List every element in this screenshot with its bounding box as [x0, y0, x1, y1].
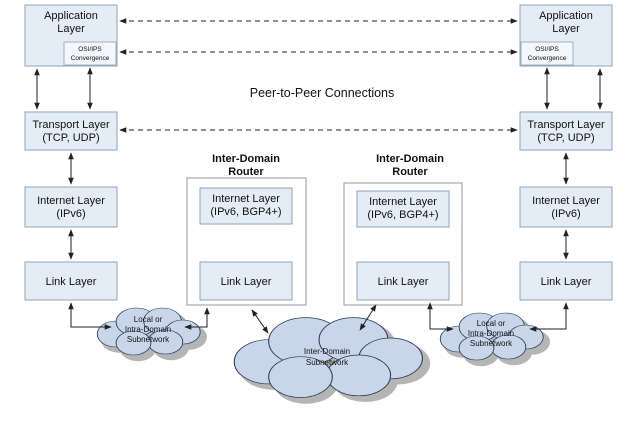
- right-inter-domain-router: Inter-Domain Router Internet Layer (IPv6…: [343, 153, 463, 306]
- router-internet-line1: Internet Layer: [369, 196, 437, 208]
- cloud-label-line2: Subnetwork: [306, 358, 349, 367]
- router-internet-layer: [356, 190, 450, 228]
- cloud-to-left-router-arrow: [184, 307, 210, 330]
- link-label: Link Layer: [541, 276, 592, 288]
- internet-label-line1: Internet Layer: [37, 195, 105, 207]
- transport-label-line2: (TCP, UDP): [42, 132, 99, 144]
- stack-arrows: [34, 67, 603, 260]
- right-router-to-center-cloud-arrow: [359, 304, 377, 331]
- internet-label-line2: (IPv6): [551, 208, 580, 220]
- left-host-stack: Application Layer OSI/IPS Convergence Tr…: [24, 4, 118, 301]
- internet-label-line1: Internet Layer: [532, 195, 600, 207]
- cloud-label-line3: Subnetwork: [127, 335, 170, 344]
- router-title-line1: Inter-Domain: [212, 153, 280, 165]
- center-subnetwork-cloud: Inter-Domain Subnetwork: [232, 316, 431, 404]
- router-title-line1: Inter-Domain: [376, 153, 444, 165]
- router-title-line2: Router: [228, 166, 264, 178]
- cloud-label-line2: Intra-Domain: [125, 325, 171, 334]
- cloud-label-line2: Intra-Domain: [468, 329, 514, 338]
- convergence-label-line2: Convergence: [71, 55, 110, 62]
- left-link-to-cloud-arrow: [68, 302, 112, 330]
- right-router-to-cloud-arrow: [427, 302, 454, 332]
- left-internet-layer: Internet Layer (IPv6): [24, 186, 118, 228]
- cloud-label-line1: Local or: [134, 315, 163, 324]
- left-transport-layer: Transport Layer (TCP, UDP): [24, 111, 118, 151]
- router-internet-line2: (IPv6, BGP4+): [210, 206, 281, 218]
- convergence-label-line1: OSI/IPS: [535, 46, 559, 53]
- app-label-line1: Application: [539, 10, 593, 22]
- left-link-layer: Link Layer: [24, 261, 118, 301]
- right-subnetwork-cloud: Local or Intra-Domain Subnetwork: [439, 312, 550, 367]
- left-router-to-center-cloud-arrow: [251, 309, 269, 334]
- cloud-label-line1: Local or: [477, 319, 506, 328]
- cloud-to-right-link-arrow: [529, 302, 569, 332]
- convergence-label-line1: OSI/IPS: [78, 46, 102, 53]
- left-subnetwork-cloud: Local or Intra-Domain Subnetwork: [96, 307, 207, 362]
- right-internet-layer: Internet Layer (IPv6): [519, 186, 613, 228]
- app-label-line1: Application: [44, 10, 98, 22]
- left-application-layer: Application Layer OSI/IPS Convergence: [24, 4, 118, 67]
- router-link-label: Link Layer: [378, 276, 429, 288]
- transport-label-line2: (TCP, UDP): [537, 132, 594, 144]
- convergence-label-line2: Convergence: [528, 55, 567, 62]
- internet-label-line2: (IPv6): [56, 208, 85, 220]
- router-link-layer: [356, 261, 450, 301]
- router-title-line2: Router: [392, 166, 428, 178]
- cloud-label-line1: Inter-Domain: [304, 347, 350, 356]
- transport-label-line1: Transport Layer: [32, 119, 110, 131]
- left-convergence-box: [63, 41, 117, 66]
- peer-to-peer-label: Peer-to-Peer Connections: [250, 86, 395, 100]
- right-host-stack: Application Layer OSI/IPS Convergence Tr…: [519, 4, 613, 301]
- router-internet-line1: Internet Layer: [212, 193, 280, 205]
- transport-label-line1: Transport Layer: [527, 119, 605, 131]
- router-link-layer: [199, 261, 293, 301]
- right-link-layer: Link Layer: [519, 261, 613, 301]
- left-inter-domain-router: Inter-Domain Router Internet Layer (IPv6…: [186, 153, 307, 306]
- right-application-layer: Application Layer OSI/IPS Convergence: [519, 4, 613, 67]
- app-label-line2: Layer: [57, 23, 85, 35]
- router-internet-layer: [199, 187, 293, 225]
- link-label: Link Layer: [46, 276, 97, 288]
- app-label-line2: Layer: [552, 23, 580, 35]
- router-link-label: Link Layer: [221, 276, 272, 288]
- link-connectors: [68, 302, 569, 334]
- cloud-label-line3: Subnetwork: [470, 339, 513, 348]
- router-internet-line2: (IPv6, BGP4+): [367, 209, 438, 221]
- right-convergence-box: [520, 41, 574, 66]
- right-transport-layer: Transport Layer (TCP, UDP): [519, 111, 613, 151]
